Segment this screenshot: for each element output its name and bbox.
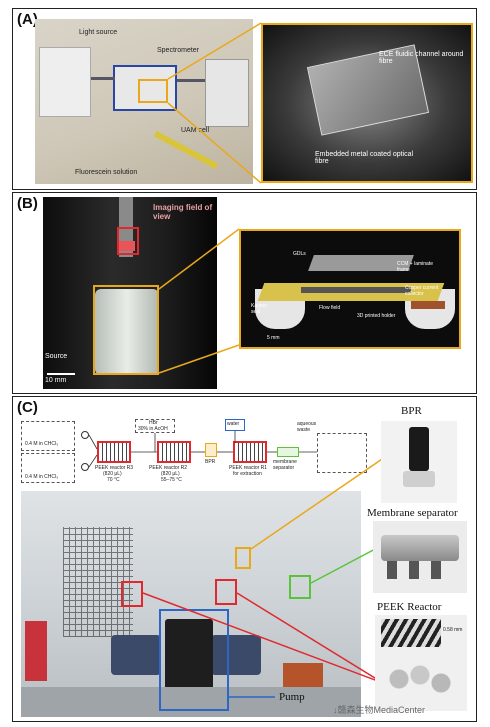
lab-setup-photo <box>21 491 361 717</box>
membrane-highlight <box>289 575 311 599</box>
gdl-label: GDLs <box>293 251 306 257</box>
panel-c: (C) 0.4 M in CHCl₃ 0.4 M in CHCl₃ PEEK r… <box>12 396 477 722</box>
left-hotplate <box>111 635 161 675</box>
membrane-scheme-icon <box>277 447 299 457</box>
peek-cross-section <box>381 619 441 647</box>
fluorescein-label: Fluorescein solution <box>75 169 138 176</box>
hbr-box <box>135 419 175 433</box>
uam-cell-highlight <box>138 79 168 103</box>
light-source-label: Light source <box>79 29 118 36</box>
uam-cell-label: UAM cell <box>181 127 210 134</box>
holder-label: 3D printed holder <box>357 313 396 319</box>
peek-scale-label: 0.58 mm <box>443 627 463 633</box>
bpr-body <box>409 427 429 471</box>
bpr-scheme-icon <box>205 443 217 457</box>
pump-2-icon <box>81 463 89 471</box>
reagent-1-label: 0.4 M in CHCl₃ <box>25 441 59 447</box>
spectrometer-label: Spectrometer <box>157 47 200 54</box>
reagent-1-box <box>21 421 75 451</box>
water-box <box>225 419 245 431</box>
copper-layer <box>411 301 445 309</box>
hbr-sub: 30% in AcOH <box>138 426 168 432</box>
reagent-2-label: 0.4 M in CHCl₃ <box>25 474 59 480</box>
reactor-r2 <box>157 441 191 463</box>
scale-bar-left <box>47 373 75 375</box>
scheme-flow-lines <box>88 431 317 468</box>
pump-highlight <box>159 609 229 711</box>
bench <box>21 687 361 717</box>
panel-b-connector <box>158 228 240 374</box>
panel-a-label: (A) <box>17 11 38 28</box>
panel-a: (A) Light source Spectrometer UAM cell F… <box>12 8 477 190</box>
reactor-r3-temp: 70 °C <box>107 477 120 483</box>
reactor-r3 <box>97 441 131 463</box>
ece-channel-label: ECE fluidic channel around fibre <box>379 51 464 65</box>
reaction-scheme: 0.4 M in CHCl₃ 0.4 M in CHCl₃ PEEK react… <box>21 419 371 485</box>
bpr-title: BPR <box>401 405 422 417</box>
scale-label-right: 5 mm <box>267 335 280 341</box>
reactor-r3-vol: (820 μL) <box>103 471 122 477</box>
reactor-highlight-right <box>215 579 237 605</box>
embedded-fibre-label: Embedded metal coated optical fibre <box>315 151 414 165</box>
panel-b-label: (B) <box>17 195 38 212</box>
panel-b: (B) Imaging field of view Source 10 mm G… <box>12 192 477 394</box>
bpr-photo <box>381 421 457 503</box>
fibre-cable <box>91 77 115 80</box>
right-hotplate <box>211 635 261 675</box>
reactor-r3-label: PEEK reactor R3 <box>95 465 134 471</box>
peek-title: PEEK Reactor <box>377 601 442 613</box>
panel-a-zoom-photo: ECE fluidic channel around fibre Embedde… <box>261 23 473 183</box>
panel-c-connectors <box>142 456 386 698</box>
bpr-highlight <box>235 547 251 569</box>
membrane-body <box>381 535 459 561</box>
flow-field-layer <box>301 287 411 293</box>
flow-field-label: Flow field <box>319 305 341 311</box>
imaging-field-box <box>117 227 139 255</box>
fibre-cable-2 <box>177 79 205 82</box>
cell-cylinder <box>95 289 159 375</box>
scale-label-left: 10 mm <box>45 377 67 384</box>
panel-a-connector <box>167 22 262 184</box>
panel-c-label: (C) <box>17 399 38 416</box>
kapton-label: Kapton seal <box>251 303 267 315</box>
peek-photo: 0.58 mm <box>375 615 467 711</box>
reactor-r1 <box>233 441 267 463</box>
red-clamp-left <box>25 621 47 681</box>
imaging-label: Imaging field of view <box>153 203 213 221</box>
copper-label: Copper current collector <box>405 285 439 297</box>
hbr-label: HBr <box>149 420 158 426</box>
product-box <box>317 433 367 473</box>
reactor-r2-label: PEEK reactor R2 <box>149 465 188 471</box>
panel-b-cell-photo: Imaging field of view Source 10 mm <box>43 197 217 389</box>
membrane-scheme-label: membrane separator <box>273 459 297 471</box>
panel-b-exploded-render: GDLs CCM + laminate frame Copper current… <box>239 229 461 349</box>
pump-label: Pump <box>279 691 305 703</box>
peek-cylinders <box>385 659 455 699</box>
imaging-red-spot <box>117 241 135 251</box>
membrane-title: Membrane separator <box>367 507 458 519</box>
reactor-r2-temp: 55–75 °C <box>161 477 182 483</box>
jack-stand <box>283 663 323 687</box>
cell-highlight <box>93 285 159 375</box>
water-label: water <box>227 421 240 427</box>
light-source-device <box>39 47 91 117</box>
ccm-label: CCM + laminate frame <box>397 261 433 273</box>
membrane-feet <box>387 561 453 579</box>
bpr-fitting <box>403 471 435 487</box>
reactor-r1-label: PEEK reactor R1 <box>229 465 268 471</box>
source-label: Source <box>45 353 68 360</box>
aq-waste-label: aqueous waste <box>297 421 317 433</box>
pump-1-icon <box>81 431 89 439</box>
spectrometer-device <box>205 59 249 127</box>
membrane-photo <box>373 521 467 593</box>
watermark: ↓赣森生物MediaCenter <box>333 705 426 715</box>
reactor-r2-vol: (820 μL) <box>161 471 180 477</box>
reactor-r1-sub: for extraction <box>233 471 262 477</box>
bpr-scheme-label: BPR <box>205 459 216 465</box>
reactor-highlight-left <box>121 581 143 607</box>
reagent-2-box <box>21 453 75 483</box>
